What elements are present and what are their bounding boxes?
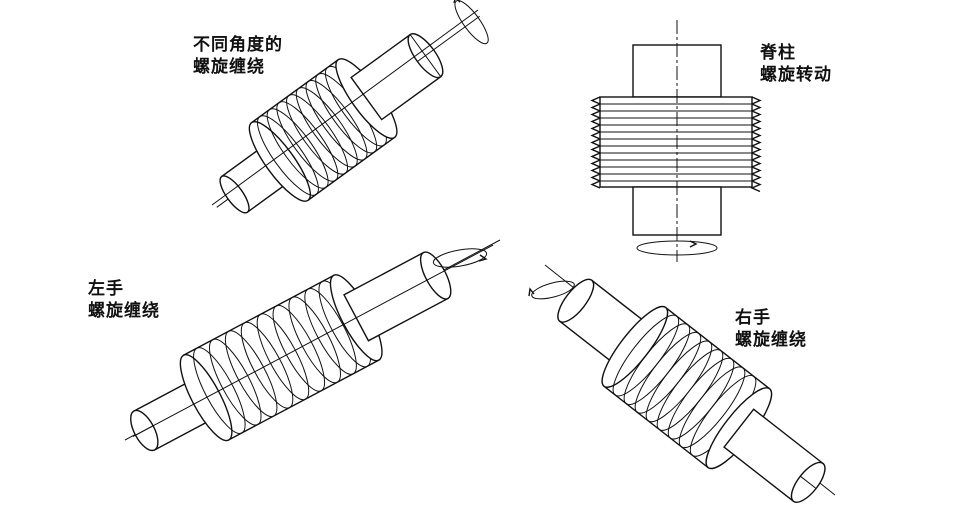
label-top-right-line-1: 脊柱 (760, 43, 796, 63)
bottom-left-spiral-figure (124, 239, 501, 452)
label-bottom-left: 左手 螺旋缠绕 (88, 278, 160, 322)
label-bottom-left-line-2: 螺旋缠绕 (88, 301, 160, 321)
label-bottom-left-line-1: 左手 (88, 279, 124, 299)
bottom-left-rotation-arrow (432, 248, 488, 268)
bottom-right-coil-rings (612, 314, 757, 457)
top-right-thread-lines (600, 103, 752, 182)
label-bottom-right-line-2: 螺旋缠绕 (735, 330, 807, 350)
label-top-left: 不同角度的 螺旋缠绕 (193, 34, 283, 78)
label-top-left-line-1: 不同角度的 (193, 35, 283, 55)
top-left-spiral-figure (211, 0, 489, 214)
top-right-threaded-body (599, 96, 753, 188)
top-right-spine-figure (590, 20, 762, 262)
label-top-left-line-2: 螺旋缠绕 (193, 57, 265, 77)
top-right-rotation-arrow (636, 240, 718, 256)
bottom-right-spiral-figure (528, 264, 836, 503)
label-bottom-right: 右手 螺旋缠绕 (735, 307, 807, 351)
label-bottom-right-line-1: 右手 (735, 308, 771, 328)
bottom-right-rotation-arrow (531, 280, 575, 300)
label-top-right: 脊柱 螺旋转动 (760, 42, 832, 86)
label-top-right-line-2: 螺旋转动 (760, 65, 832, 85)
top-left-rotation-arrow (454, 0, 489, 45)
